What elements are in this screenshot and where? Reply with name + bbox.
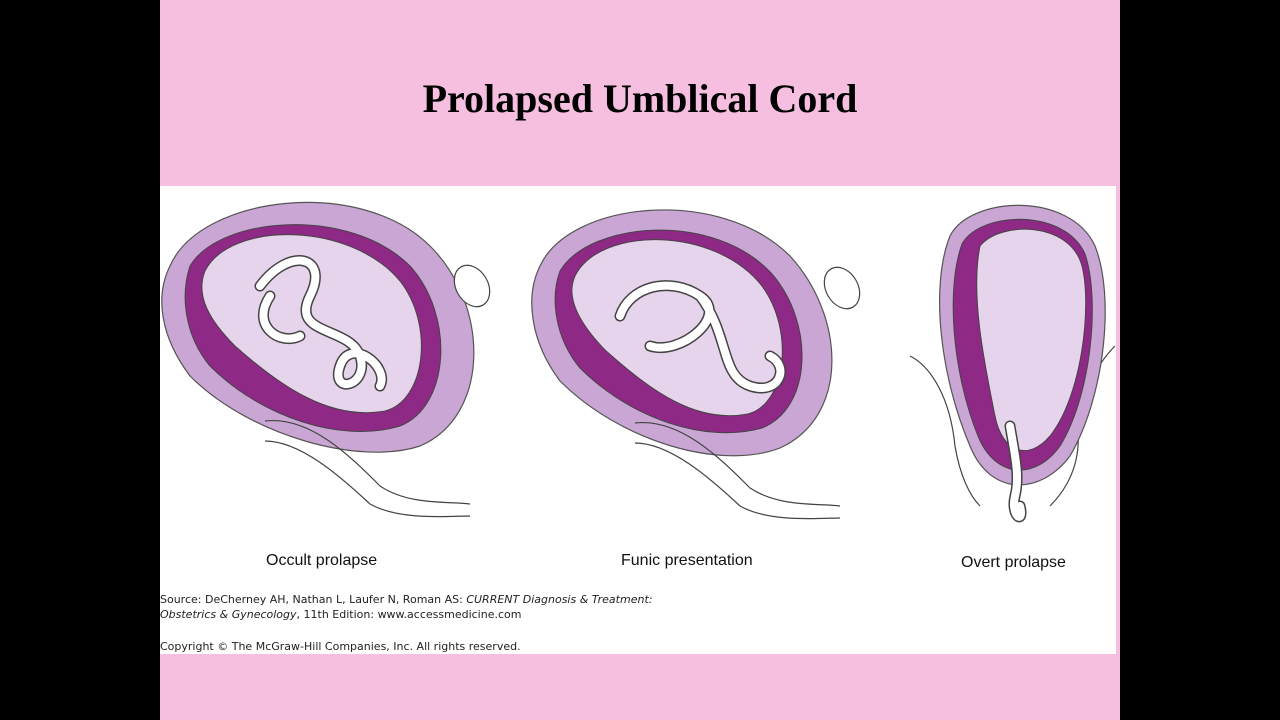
spine (634, 422, 841, 507)
illustration (161, 201, 1116, 523)
caption-funic-presentation: Funic presentation (621, 552, 753, 569)
pubic-bone (453, 264, 491, 308)
pelvis-left (909, 355, 981, 507)
slide-title: Prolapsed Umblical Cord (422, 76, 858, 121)
pubic-bone (823, 266, 861, 310)
caption-occult-prolapse: Occult prolapse (266, 552, 378, 569)
illustration-funic-presentation (531, 209, 861, 520)
caption-overt-prolapse: Overt prolapse (961, 554, 1066, 571)
fetus-body (976, 228, 1087, 452)
illustration-overt-prolapse (909, 204, 1116, 523)
slide: Prolapsed Umblical Cord (160, 0, 1120, 720)
illustration-occult-prolapse (161, 201, 491, 518)
source-citation: Source: DeCherney AH, Nathan L, Laufer N… (160, 593, 653, 621)
copyright-notice: Copyright © The McGraw-Hill Companies, I… (160, 640, 521, 653)
spine (264, 420, 471, 505)
figure-panel: Occult prolapse Funic presentation Overt… (160, 186, 1116, 654)
